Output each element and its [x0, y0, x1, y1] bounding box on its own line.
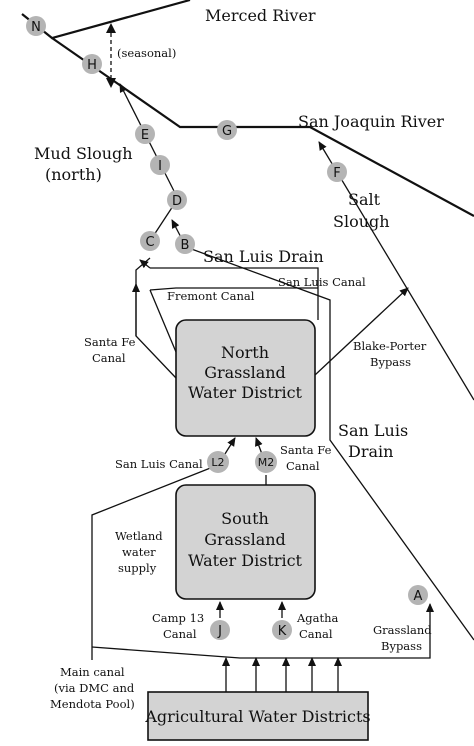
santa-fe-mid-label-2: Canal — [286, 459, 320, 473]
wetland-label-2: water — [122, 545, 156, 559]
svg-text:B: B — [181, 238, 190, 253]
station-f: F — [327, 162, 347, 182]
svg-text:K: K — [278, 624, 287, 639]
salt-slough-line — [318, 141, 474, 401]
merced-river-line — [21, 0, 191, 40]
camp13-label-1: Camp 13 — [152, 611, 204, 625]
svg-text:D: D — [172, 194, 182, 209]
wetland-label-1: Wetland — [115, 529, 163, 543]
santa-fe-canal-left-line — [135, 257, 177, 379]
mud-slough-label-line1: Mud Slough — [34, 144, 133, 163]
main-canal-line — [91, 464, 219, 660]
south-grassland-line2: Grassland — [204, 530, 286, 549]
santa-fe-left-label-2: Canal — [92, 351, 126, 365]
main-canal-label-3: Mendota Pool) — [50, 697, 135, 711]
san-luis-drain-label-right1: San Luis — [338, 421, 408, 440]
agricultural-districts-label: Agricultural Water Districts — [144, 707, 370, 726]
north-grassland-line2: Grassland — [204, 363, 286, 382]
svg-text:M2: M2 — [258, 456, 275, 469]
grassland-bypass-label-1: Grassland — [373, 623, 432, 637]
seasonal-label: (seasonal) — [117, 46, 176, 60]
svg-text:C: C — [145, 235, 154, 250]
salt-slough-label-line1: Salt — [348, 190, 381, 209]
north-grassland-line3: Water District — [188, 383, 303, 402]
grassland-bypass-label-2: Bypass — [381, 639, 422, 653]
station-m2: M2 — [255, 451, 277, 473]
san-luis-canal-to-c-arrow — [139, 259, 151, 269]
main-canal-label-1: Main canal — [60, 665, 125, 679]
station-d: D — [167, 190, 187, 210]
fremont-canal-horizontal — [149, 287, 318, 291]
fremont-canal-line — [149, 289, 177, 353]
south-grassland-line3: Water District — [188, 551, 303, 570]
station-b: B — [175, 234, 195, 254]
mud-slough-label-line2: (north) — [45, 165, 102, 184]
svg-text:N: N — [31, 20, 41, 35]
wetland-label-3: supply — [118, 561, 157, 575]
main-canal-label-2: (via DMC and — [54, 681, 135, 695]
san-joaquin-river-line — [51, 37, 474, 217]
station-n: N — [26, 16, 46, 36]
station-i: I — [150, 155, 170, 175]
station-a: A — [408, 585, 428, 605]
blake-porter-label-1: Blake-Porter — [353, 339, 427, 353]
svg-text:I: I — [158, 159, 162, 174]
south-grassland-line1: South — [221, 509, 269, 528]
station-h: H — [82, 54, 102, 74]
svg-text:F: F — [333, 166, 340, 181]
svg-text:H: H — [87, 58, 97, 73]
station-l2: L2 — [207, 451, 229, 473]
station-c: C — [140, 231, 160, 251]
svg-text:J: J — [217, 624, 222, 639]
svg-text:G: G — [222, 124, 232, 139]
san-joaquin-river-label: San Joaquin River — [298, 112, 444, 131]
fremont-canal-label: Fremont Canal — [167, 289, 255, 303]
blake-porter-bypass-line — [314, 287, 409, 376]
agricultural-districts-box — [147, 691, 369, 741]
north-grassland-box — [175, 319, 316, 437]
salt-slough-label-line2: Slough — [333, 212, 390, 231]
agatha-label-1: Agatha — [296, 611, 339, 625]
station-k: K — [272, 620, 292, 640]
agatha-label-2: Canal — [299, 627, 333, 641]
merced-river-label: Merced River — [205, 6, 316, 25]
station-e: E — [135, 124, 155, 144]
grassland-bypass-line — [91, 603, 434, 659]
seasonal-arrow-up — [106, 23, 116, 33]
station-g: G — [217, 120, 237, 140]
svg-text:E: E — [141, 128, 149, 143]
san-luis-canal-top-line — [150, 267, 319, 320]
san-luis-canal-mid-label: San Luis Canal — [115, 457, 203, 471]
blake-porter-label-2: Bypass — [370, 355, 411, 369]
san-luis-canal-top-label: San Luis Canal — [278, 275, 366, 289]
svg-text:L2: L2 — [211, 456, 224, 469]
seasonal-arrow-down — [106, 78, 116, 88]
san-luis-drain-label-top: San Luis Drain — [203, 247, 324, 266]
santa-fe-left-label-1: Santa Fe — [84, 335, 136, 349]
north-grassland-line1: North — [221, 343, 269, 362]
santa-fe-mid-label-1: Santa Fe — [280, 443, 332, 457]
camp13-label-2: Canal — [163, 627, 197, 641]
svg-text:A: A — [414, 589, 423, 604]
san-luis-drain-label-right2: Drain — [348, 442, 393, 461]
south-grassland-box — [175, 484, 316, 600]
station-j: J — [210, 620, 230, 640]
